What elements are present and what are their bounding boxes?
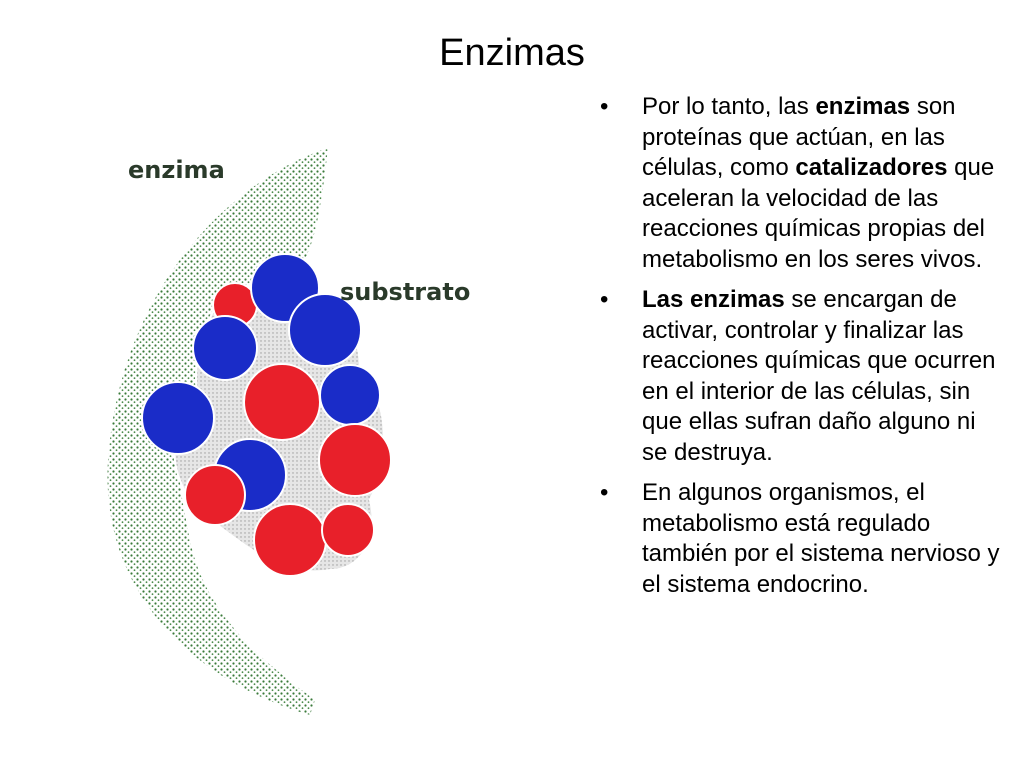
atom-red [184,464,246,526]
atom-red [318,423,392,497]
bullet-item: • En algunos organismos, el metabolismo … [600,478,1000,600]
bullet-list: • Por lo tanto, las enzimas son proteína… [600,92,1000,610]
bold-text: enzimas [815,93,911,120]
enzyme-substrate-illustration: enzima substrato [100,140,530,720]
slide-title: Enzimas [439,32,585,74]
atom-red [321,503,375,557]
text: se encargan de activar, controlar y fina… [642,286,996,466]
enzyme-body [107,148,328,715]
bullet-marker: • [600,93,609,120]
text: que aceleran la velocidad de las reaccio… [642,154,995,273]
bullet-marker: • [600,479,609,506]
bullet-item: • Por lo tanto, las enzimas son proteína… [600,92,1000,275]
text: En algunos organismos, el metabolismo es… [642,479,1000,598]
text: Por lo tanto, las [642,93,816,120]
enzyme-substrate-svg: enzima substrato [107,148,470,715]
atom-blue [141,381,215,455]
bold-text: Las enzimas [642,286,785,313]
atom-blue [319,364,381,426]
atom-red [243,363,321,441]
text: son proteínas que actúan, en las células… [642,93,956,181]
bullet-marker: • [600,286,609,313]
atom-blue [288,293,362,367]
atom-blue [192,315,258,381]
bold-text: catalizadores [795,154,948,181]
enzyme-label: enzima [128,156,225,184]
substrate-label: substrato [340,278,470,306]
atom-red [253,503,327,577]
bullet-item: • Las enzimas se encargan de activar, con… [600,285,1000,468]
